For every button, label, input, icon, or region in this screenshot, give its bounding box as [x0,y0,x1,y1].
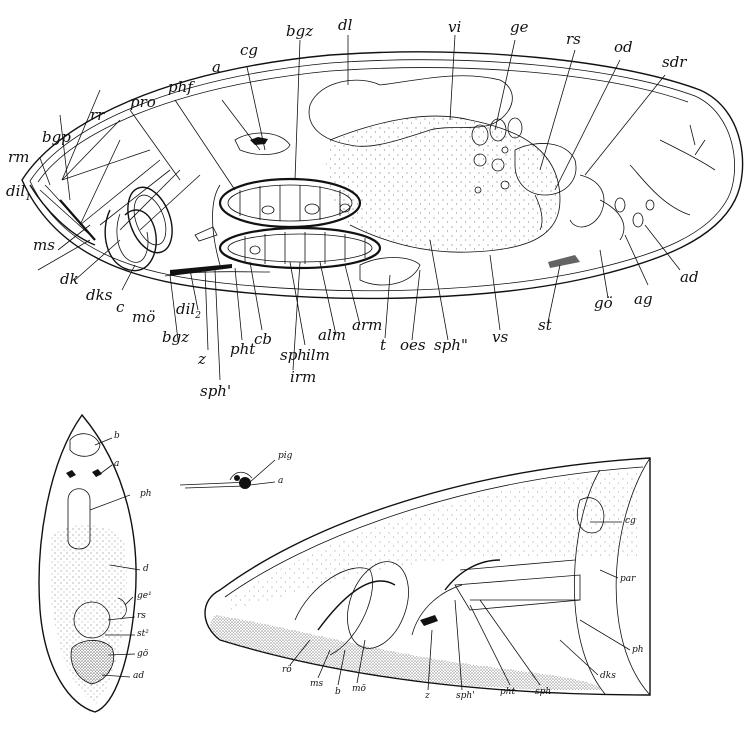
label-irm: irm [290,368,317,386]
animal-outline [38,413,137,713]
label-pig-fig-c: pig [278,451,293,461]
label-a: a [212,58,221,76]
label-rs: rs [566,30,581,48]
label-od: od [614,38,633,56]
pharynx-upper [218,177,362,229]
label-ad-fig-b: ad [133,671,145,681]
label-phf: phf [168,78,193,96]
label-a-fig-c: a [278,476,284,486]
label-ge1-fig-b: ge¹ [137,591,152,601]
label-par-fig-d: par [620,574,636,584]
pharynx-b [67,488,91,550]
label-ms: ms [33,236,55,254]
label-dks: dks [86,286,113,304]
label-a-fig-b: a [114,459,120,469]
label-st: st [538,316,552,334]
label-b-fig-d: b [335,687,341,697]
label-vs: vs [492,328,509,346]
label-oes: oes [400,336,426,354]
label-dk: dk [60,270,79,288]
label-dil1: dil1 [6,182,31,203]
label-go: gö [594,294,613,312]
figure-a-section [21,34,744,381]
label-sph: sph [280,346,307,364]
label-pht-fig-d: pht [500,687,516,697]
label-rs-fig-b: rs [137,611,146,621]
label-sph-dprime: sph" [434,336,468,354]
body-outline-outer [21,51,744,300]
cone-outline [204,457,651,696]
intestine-lobe [308,75,513,147]
label-sph-prime-fig-d: sph' [456,691,475,701]
label-z-fig-d: z [425,691,430,701]
label-vi: vi [448,18,462,36]
label-ag: ag [634,290,653,308]
label-ge: ge [510,18,529,36]
label-d-fig-b: d [143,564,149,574]
label-bgz-top: bgz [286,22,314,40]
label-pht: pht [230,340,256,358]
label-z: z [198,350,206,368]
label-ro-fig-d: rö [282,665,292,675]
gonad-cluster [71,640,114,684]
label-dil2: dil2 [176,300,201,321]
parenchyma-stipple [326,116,560,253]
cone-stipple-top [228,470,640,610]
label-alm: alm [318,326,346,344]
label-t: t [380,336,387,354]
label-bgp: bgp [42,128,71,146]
label-cb: cb [254,330,273,348]
label-mo: mö [132,308,156,326]
rhabdite-tracts [61,89,201,231]
label-sph-fig-d: sph [535,687,552,697]
figure-a-leader-lines [37,34,681,381]
label-rm: rm [8,148,30,166]
label-ph-fig-d: ph [632,645,644,655]
label-arm: arm [352,316,383,334]
label-b-fig-b: b [114,431,120,441]
label-ph-fig-b: ph [140,489,152,499]
label-sph-prime: sph' [200,382,232,400]
label-mo-fig-d: mö [352,684,366,694]
coil-duct [104,209,157,272]
label-ilm: ilm [306,346,330,364]
label-go-fig-b: gö [137,649,149,659]
label-ms-fig-d: ms [310,679,324,689]
label-sdr: sdr [662,53,687,71]
label-pro: pro [130,93,156,111]
label-cg-fig-d: cg [625,516,636,526]
label-dl: dl [338,16,353,34]
label-c: c [116,298,125,316]
cone-stipple-bottom [210,615,600,691]
label-cg: cg [240,41,259,59]
label-st2-fig-b: st² [137,629,149,639]
figure-b-whole-animal [38,413,141,713]
body-outline-inner [29,59,735,292]
figure-c-eye-detail [179,459,276,489]
label-dks-fig-d: dks [600,671,616,681]
pharynx-muscles [239,185,366,264]
label-ad: ad [680,268,699,286]
label-rr: rr [90,106,105,124]
label-bgz-bottom: bgz [162,328,190,346]
figure-d-anterior-end [204,457,651,696]
